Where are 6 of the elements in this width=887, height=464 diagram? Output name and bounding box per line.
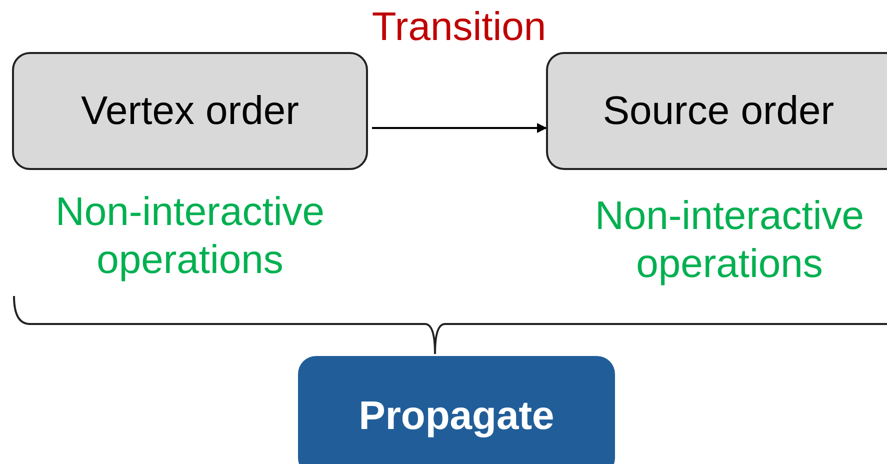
process-box: Source order xyxy=(546,52,887,170)
annotation-text: Non-interactive operations xyxy=(594,193,865,288)
process-box: Vertex order xyxy=(12,52,368,170)
action-box: Propagate xyxy=(298,356,615,464)
arrow xyxy=(372,123,547,133)
annotation-text: Non-interactive operations xyxy=(54,189,326,284)
